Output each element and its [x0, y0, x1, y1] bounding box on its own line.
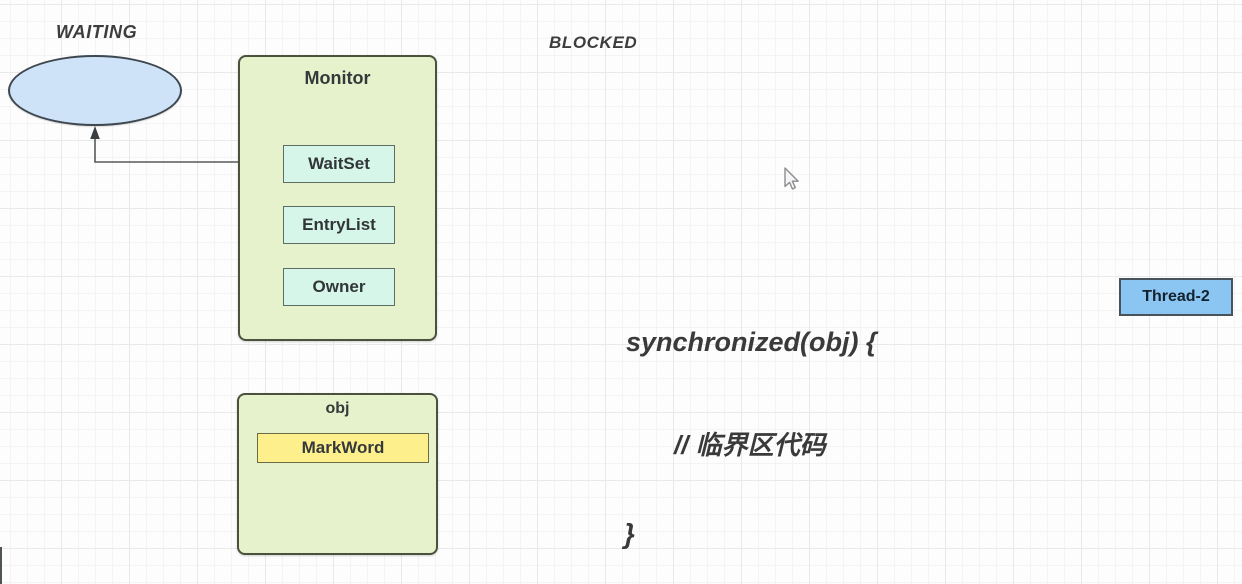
- obj-box[interactable]: obj MarkWord: [237, 393, 438, 555]
- code-closing-brace: }: [624, 518, 635, 549]
- monitor-title: Monitor: [304, 68, 371, 88]
- obj-title: obj: [325, 400, 350, 417]
- waiting-set-ellipse[interactable]: [8, 55, 182, 126]
- monitor-box[interactable]: Monitor WaitSet EntryList Owner: [238, 55, 437, 341]
- monitor-slot-waitset[interactable]: WaitSet: [283, 145, 395, 183]
- blocked-state-label: BLOCKED: [549, 33, 638, 52]
- code-synchronized-line: synchronized(obj) {: [626, 327, 877, 357]
- monitor-slot-entrylist[interactable]: EntryList: [283, 206, 395, 244]
- screen-edge-artifact: [0, 547, 2, 584]
- monitor-slot-owner[interactable]: Owner: [283, 268, 395, 306]
- waiting-state-label: WAITING: [56, 22, 138, 42]
- thread-2-box[interactable]: Thread-2: [1119, 278, 1233, 316]
- markword-box[interactable]: MarkWord: [257, 433, 429, 463]
- code-critical-section-comment: // 临界区代码: [674, 430, 826, 460]
- mouse-cursor-icon: [784, 167, 799, 190]
